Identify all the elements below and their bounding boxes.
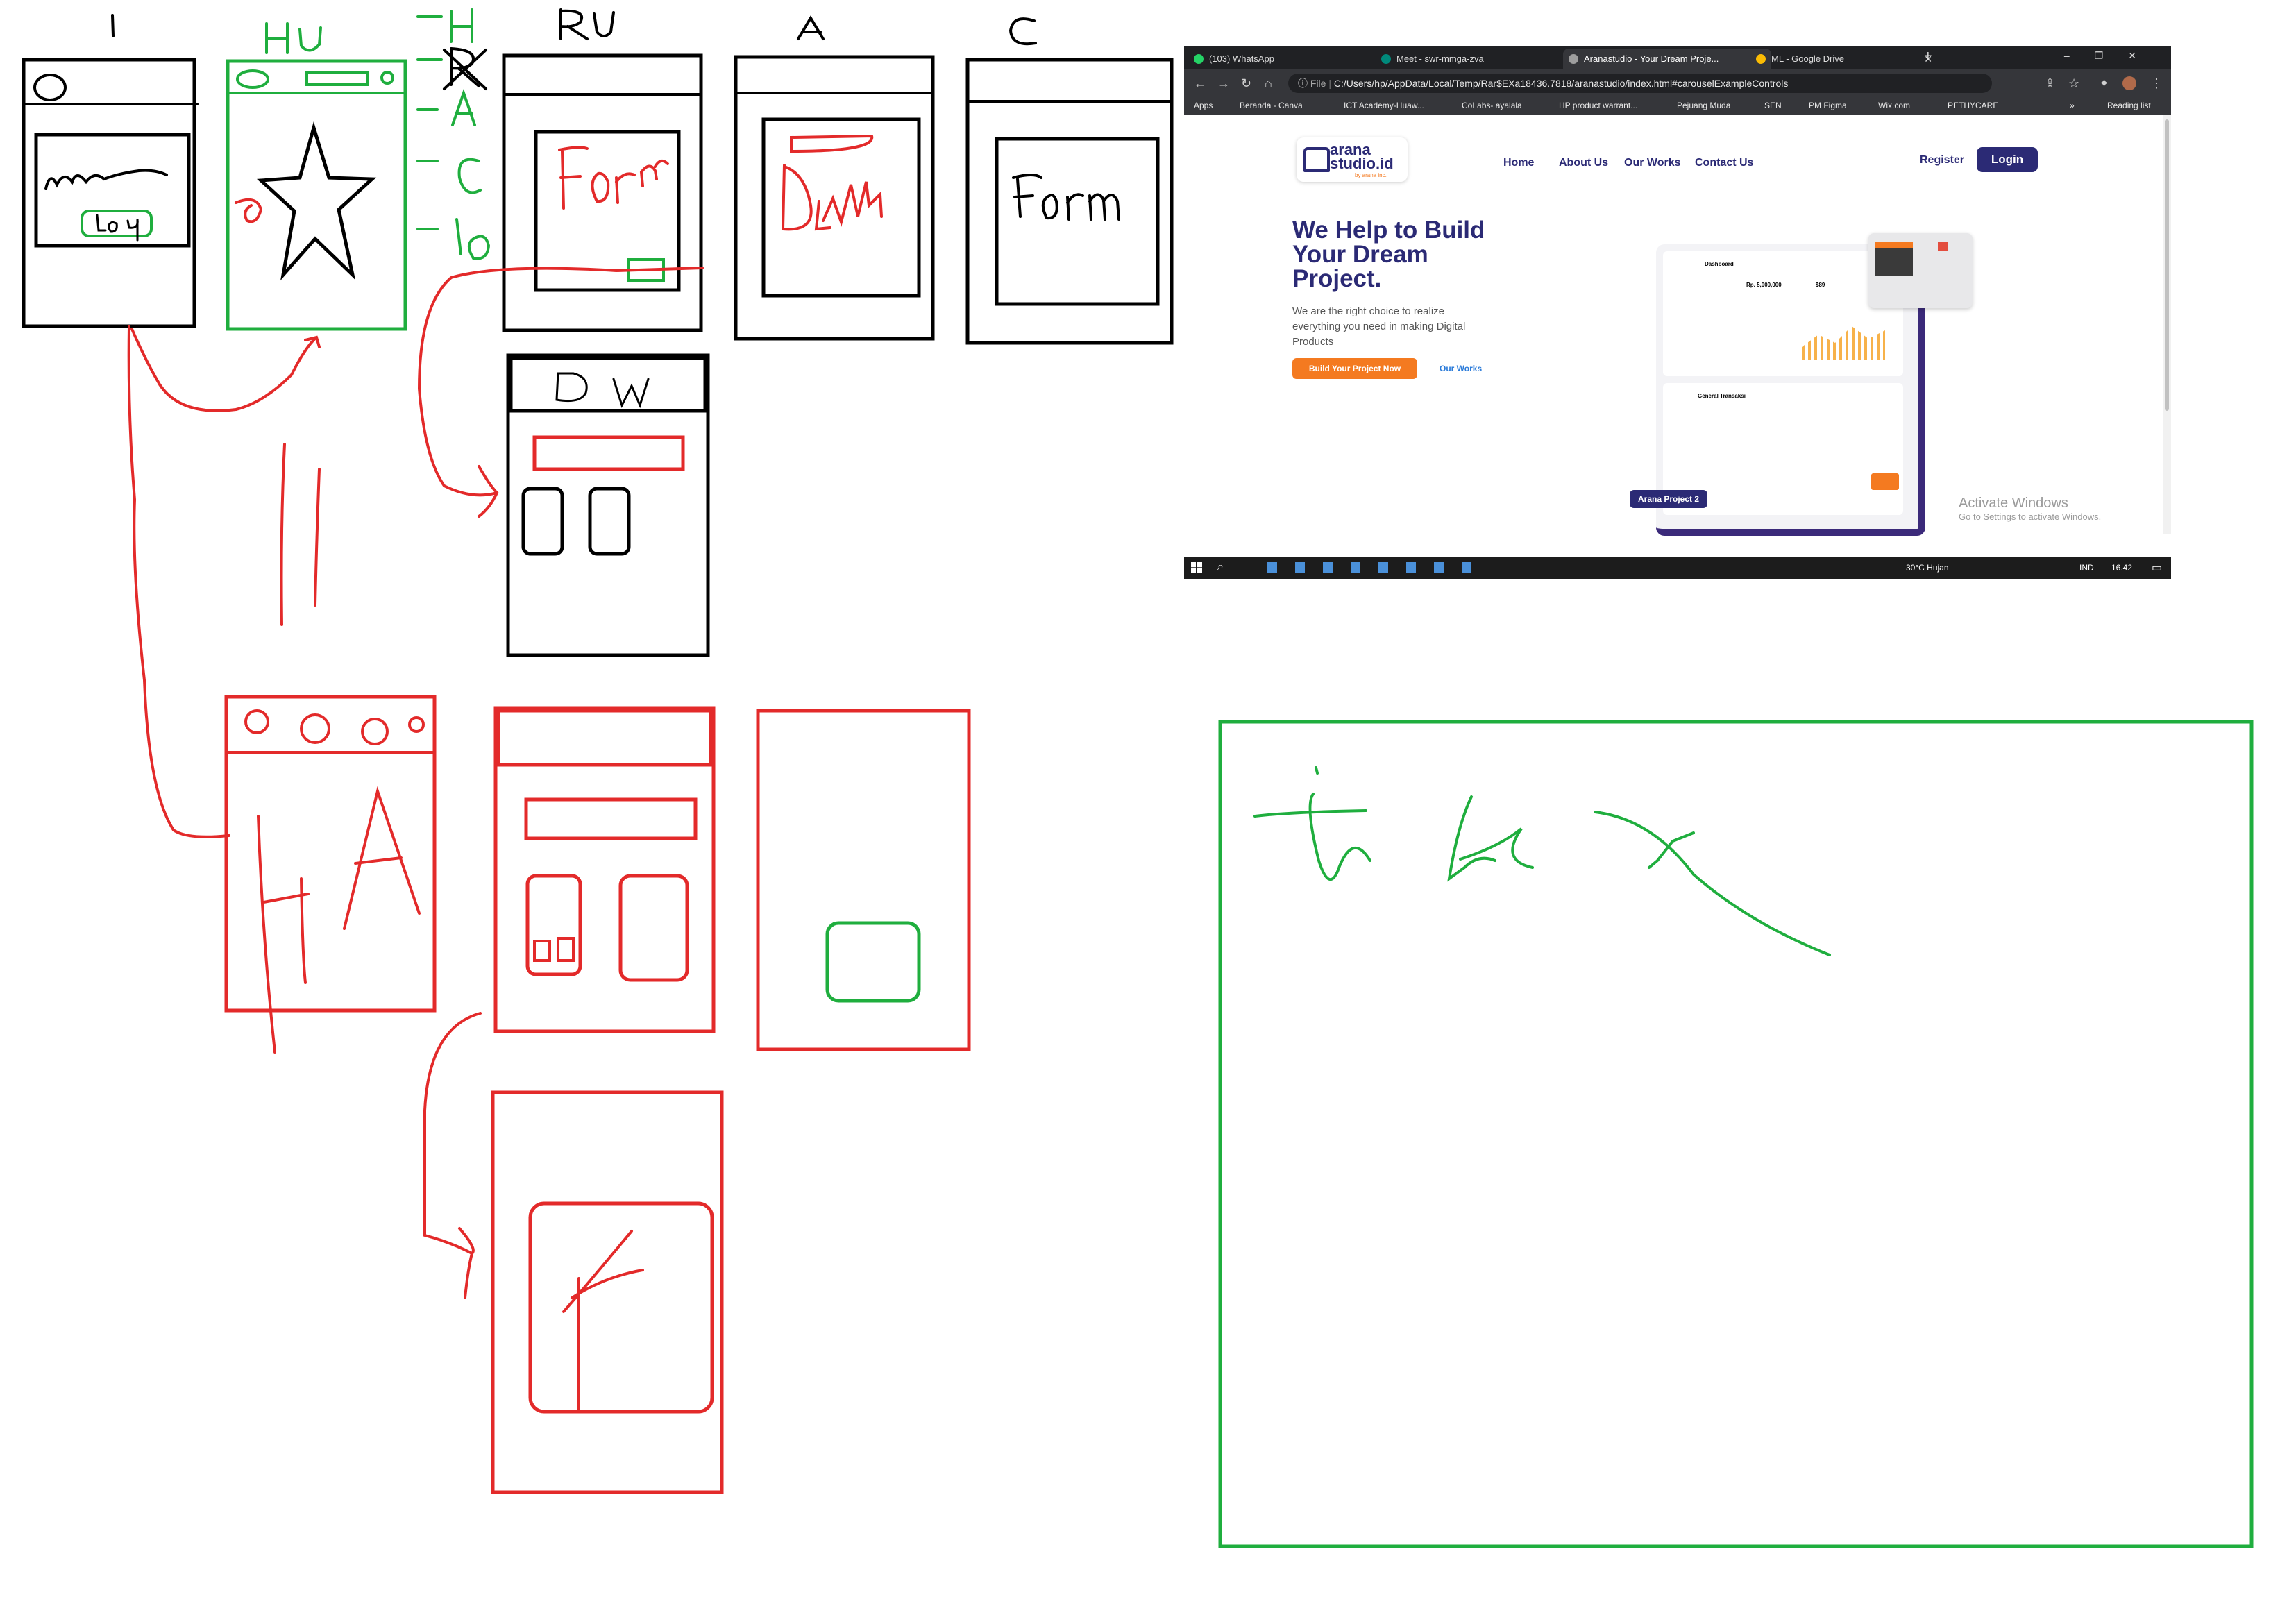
- our-works-link[interactable]: Our Works: [1440, 364, 1483, 373]
- ha-text: [257, 786, 421, 1054]
- house-icon: [1303, 147, 1330, 172]
- share-icon[interactable]: ⇪: [2045, 76, 2056, 90]
- bookmark-wix[interactable]: Wix.com: [1878, 101, 1910, 110]
- login-button: [81, 210, 153, 237]
- notes-scribble: [1253, 766, 1831, 956]
- nav-our-works[interactable]: Our Works: [1624, 157, 1681, 169]
- bookmark-figma[interactable]: PM Figma: [1809, 101, 1847, 110]
- bookmark-hp[interactable]: HP product warrant...: [1559, 101, 1638, 110]
- mockup-popup: [1868, 233, 1973, 308]
- webpage: arana studio.id by arana inc. Home About…: [1184, 115, 2163, 536]
- back-icon[interactable]: ←: [1194, 76, 1206, 90]
- label-list: [416, 8, 491, 260]
- info-icon: ⓘ: [1298, 78, 1308, 89]
- label-hu: [265, 22, 322, 54]
- wireframe-admin-detail: [756, 709, 971, 1051]
- forward-icon[interactable]: →: [1217, 76, 1230, 90]
- mockup-panel-1: Dashboard Rp. 5,000,000 $89: [1663, 251, 1903, 376]
- form-scribble: [558, 146, 669, 210]
- wireframe-register-user: [502, 53, 703, 332]
- bookmark-sen[interactable]: SEN: [1764, 101, 1782, 110]
- whatsapp-icon: [1194, 54, 1204, 64]
- wireframe-admin-form: [491, 1090, 724, 1494]
- extensions-icon[interactable]: ✦: [2099, 76, 2110, 90]
- bookmarks-overflow[interactable]: »: [2070, 101, 2075, 110]
- notes-panel: [1218, 720, 2254, 1548]
- globe-icon: [1569, 54, 1578, 64]
- scrollbar[interactable]: [2163, 115, 2171, 534]
- menu-icon[interactable]: ⋮: [2150, 76, 2163, 90]
- wireframe-login-page: [22, 58, 199, 328]
- form-text: [1012, 174, 1120, 221]
- login-button[interactable]: Login: [1977, 147, 2038, 172]
- bookmarks-bar: Apps Beranda - Canva ICT Academy-Huaw...…: [1184, 97, 2171, 115]
- star-icon: [257, 121, 377, 281]
- column-labels: [111, 8, 1037, 260]
- tab-meet[interactable]: Meet - swr-mmga-zva ✕: [1376, 49, 1584, 69]
- label-c: [1008, 17, 1037, 46]
- label-ru: [559, 8, 615, 40]
- browser-screenshot: (103) WhatsApp ✕ Meet - swr-mmga-zva ✕ A…: [1184, 46, 2171, 579]
- close-icon[interactable]: ✕: [1924, 53, 1932, 65]
- avatar[interactable]: [2122, 76, 2136, 90]
- dw-scribble: [781, 134, 883, 231]
- weather-text[interactable]: 30°C Hujan: [1906, 563, 1949, 573]
- tab-whatsapp[interactable]: (103) WhatsApp ✕: [1188, 49, 1396, 69]
- project-badge: Arana Project 2: [1630, 490, 1708, 508]
- reload-icon[interactable]: ↻: [1241, 76, 1252, 90]
- new-tab-button[interactable]: +: [1924, 49, 1932, 64]
- taskbar: ⌕ 30°C Hujan IND 16.42 ▭: [1184, 557, 2171, 579]
- taskbar-apps[interactable]: [1267, 562, 1489, 573]
- home-icon[interactable]: ⌂: [1265, 76, 1272, 90]
- logo-circle: [33, 74, 67, 101]
- nav-home[interactable]: Home: [1503, 157, 1535, 169]
- clock[interactable]: 16.42: [2111, 563, 2133, 573]
- bookmark-pethycare[interactable]: PETHYCARE: [1948, 101, 1999, 110]
- connectors: [127, 267, 704, 1299]
- label-i: [111, 14, 115, 37]
- meet-icon: [1381, 54, 1391, 64]
- bookmark-colabs[interactable]: CoLabs- ayalala: [1462, 101, 1522, 110]
- reading-list[interactable]: Reading list: [2107, 101, 2151, 110]
- tab-bar: (103) WhatsApp ✕ Meet - swr-mmga-zva ✕ A…: [1184, 46, 2171, 69]
- label-a: [797, 15, 825, 40]
- star-icon[interactable]: ☆: [2068, 76, 2080, 90]
- lang-indicator[interactable]: IND: [2079, 563, 2094, 573]
- wireframe-home-admin: [224, 695, 437, 1054]
- wireframe-contact: [965, 58, 1174, 345]
- notification-icon[interactable]: ▭: [2152, 562, 2163, 574]
- bookmark-apps[interactable]: Apps: [1194, 101, 1213, 110]
- address-bar: ← → ↻ ⌂ ⓘ File | C:/Users/hp/AppData/Loc…: [1184, 69, 2171, 97]
- drive-icon: [1756, 54, 1766, 64]
- wireframe-dashboard: [506, 353, 710, 657]
- windows-icon[interactable]: [1191, 562, 1202, 573]
- window-controls[interactable]: –❐✕: [2063, 50, 2161, 61]
- bookmark-pejuang[interactable]: Pejuang Muda: [1677, 101, 1731, 110]
- build-project-button[interactable]: Build Your Project Now: [1292, 358, 1417, 379]
- register-link[interactable]: Register: [1920, 154, 1965, 166]
- wireframe-admin-dashboard: [493, 706, 716, 1033]
- wireframe-home-user: [226, 59, 407, 331]
- hero-title: We Help to Build Your Dream Project.: [1292, 217, 1485, 292]
- nav-about-us[interactable]: About Us: [1559, 157, 1609, 169]
- wireframe-admin: [734, 55, 935, 341]
- hero-subtitle: We are the right choice to realize every…: [1292, 305, 1466, 348]
- tab-aranastudio[interactable]: Aranastudio - Your Dream Proje... ✕: [1563, 49, 1771, 69]
- search-icon[interactable]: ⌕: [1217, 561, 1224, 573]
- bookmark-ict[interactable]: ICT Academy-Huaw...: [1344, 101, 1424, 110]
- tab-drive[interactable]: ML - Google Drive ✕: [1750, 49, 1938, 69]
- activation-watermark: Activate Windows Go to Settings to activ…: [1959, 496, 2102, 522]
- mockup-bar-chart: [1802, 326, 1885, 360]
- logo[interactable]: arana studio.id by arana inc.: [1297, 137, 1408, 182]
- bookmark-canva[interactable]: Beranda - Canva: [1240, 101, 1303, 110]
- nav-contact-us[interactable]: Contact Us: [1695, 157, 1754, 169]
- squiggle-text: [44, 169, 168, 190]
- url-field[interactable]: ⓘ File | C:/Users/hp/AppData/Local/Temp/…: [1288, 74, 1992, 93]
